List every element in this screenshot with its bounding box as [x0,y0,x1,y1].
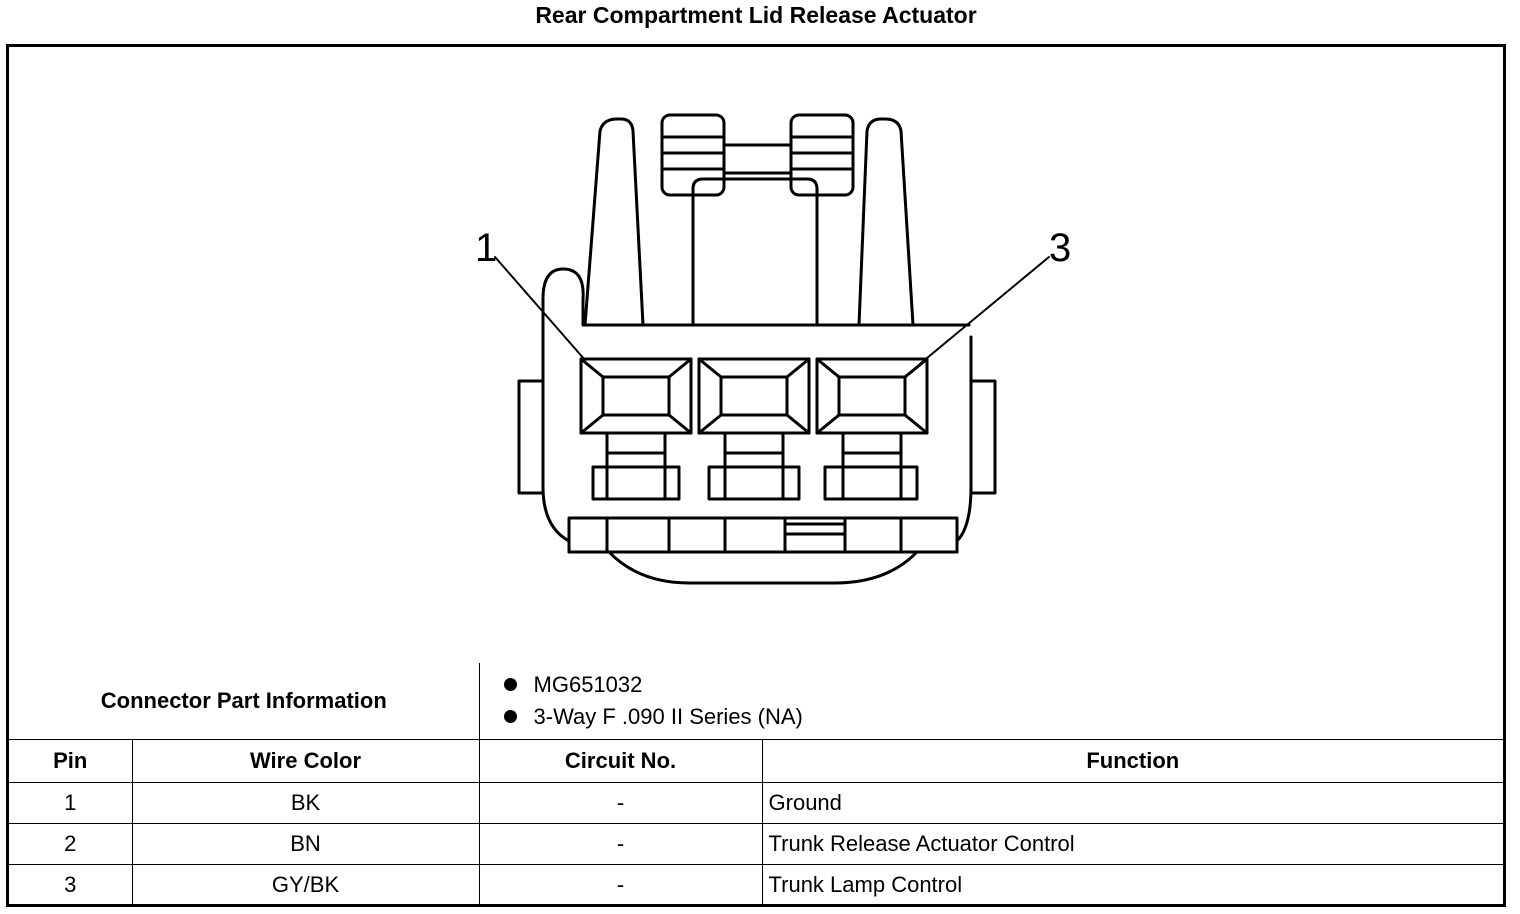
pin-cavity-2 [697,357,811,501]
center-lock-bridge [691,177,819,327]
connector-part-info-values: MG651032 3-Way F .090 II Series (NA) [478,663,1504,740]
pin-3-callout: 3 [1049,226,1071,270]
pin-cell: 3 [9,863,133,905]
column-header-pin: Pin [9,738,133,783]
pin-cavity-1 [579,357,693,501]
column-header-circuit: Circuit No. [478,738,763,783]
column-header-function: Function [761,738,1504,783]
right-latch-post [857,117,915,327]
left-latch-post [583,117,645,327]
wire-color-cell: BK [131,781,480,824]
connector-frame: 1 3 Connector Part Information MG651032 … [6,44,1506,907]
connector-diagram: 1 3 [9,47,1503,663]
part-number: MG651032 [503,669,1504,701]
wire-color-cell: GY/BK [131,863,480,905]
circuit-cell: - [478,863,763,905]
circuit-cell: - [478,822,763,865]
circuit-cell: - [478,781,763,824]
left-lock-tab [660,113,726,197]
connector-table: Connector Part Information MG651032 3-Wa… [9,663,1504,905]
table-row: 1 BK - Ground [9,781,1504,824]
connector-face-drawing: 1 3 [475,113,1071,585]
pin-cell: 2 [9,822,133,865]
table-row: 3 GY/BK - Trunk Lamp Control [9,863,1504,905]
diagram-title: Rear Compartment Lid Release Actuator [535,2,977,28]
function-cell: Trunk Lamp Control [761,863,1504,905]
bottom-skirt [607,550,919,585]
column-header-wire-color: Wire Color [131,738,480,783]
connector-part-info-label: Connector Part Information [9,663,480,740]
function-cell: Ground [761,781,1504,824]
right-lock-tab [789,113,855,197]
pin-1-leader-line [494,256,586,361]
table-row: 2 BN - Trunk Release Actuator Control [9,822,1504,865]
right-side-lock [969,379,997,495]
connector-series: 3-Way F .090 II Series (NA) [503,701,1504,733]
pin-3-leader-line [920,256,1050,364]
bottom-rib-strip [567,516,959,554]
pin-cell: 1 [9,781,133,824]
pin-1-callout: 1 [475,226,497,270]
function-cell: Trunk Release Actuator Control [761,822,1504,865]
table-header-row: Pin Wire Color Circuit No. Function [9,738,1504,783]
wire-color-cell: BN [131,822,480,865]
pin-cavity-3 [815,357,929,501]
left-side-lock [517,379,545,495]
